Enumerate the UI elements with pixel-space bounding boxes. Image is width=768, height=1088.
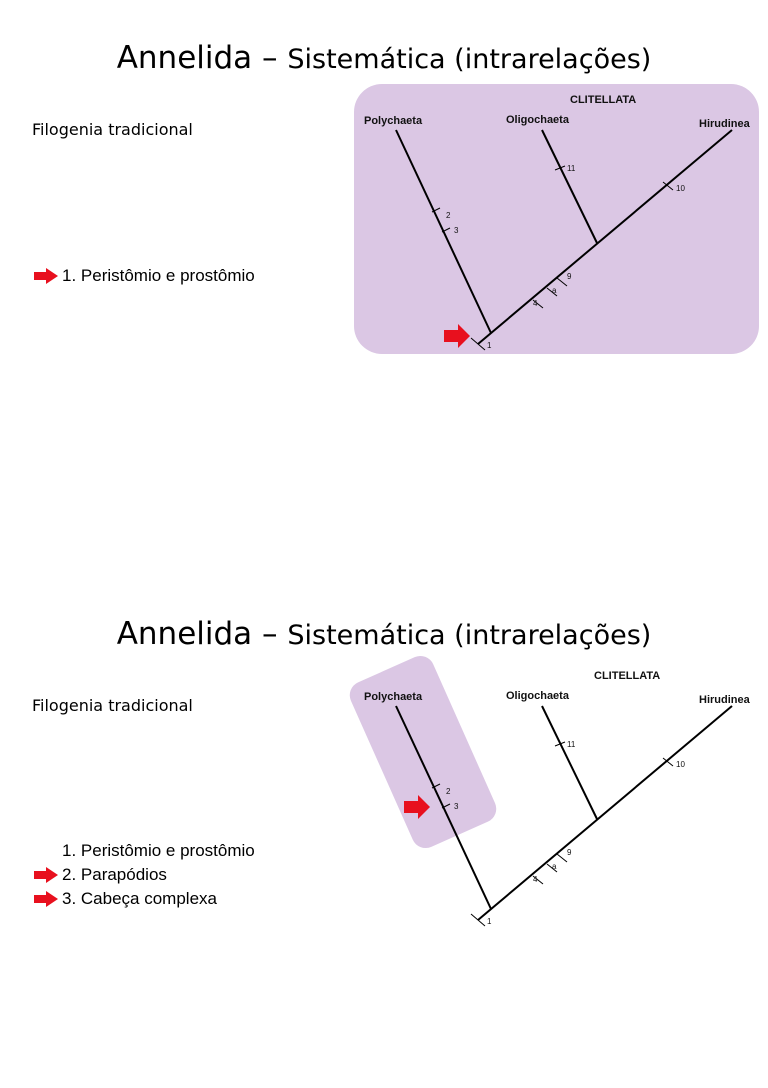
subtitle: Filogenia tradicional [32, 696, 193, 715]
list-item-label: 1. Peristômio e prostômio [62, 841, 255, 860]
red-arrow-icon [34, 891, 58, 907]
tick-11 [554, 165, 566, 171]
tick-9 [556, 853, 568, 863]
clade-label: CLITELLATA [594, 670, 660, 682]
list-item-label: 1. Peristômio e prostômio [62, 266, 255, 285]
tick-4 [532, 875, 544, 885]
mark-1: 1 [487, 917, 492, 926]
mark-10: 10 [676, 184, 685, 193]
slide-74: Annelida – Sistemática (intrarelações) F… [0, 576, 768, 1088]
mark-4: 4 [533, 875, 538, 884]
title-main: Annelida – [116, 40, 288, 76]
taxon-oligochaeta: Oligochaeta [506, 690, 570, 702]
taxon-hirudinea: Hirudinea [699, 118, 751, 130]
slide-title: Annelida – Sistemática (intrarelações) [0, 40, 768, 76]
taxon-hirudinea: Hirudinea [699, 694, 751, 706]
mark-2: 2 [446, 211, 451, 220]
red-arrow-icon [444, 324, 470, 348]
mark-a: a [552, 286, 557, 295]
tick-9 [556, 277, 568, 287]
red-arrow-icon [34, 268, 58, 284]
mark-10: 10 [676, 760, 685, 769]
mark-3: 3 [454, 802, 459, 811]
clade-label: CLITELLATA [570, 94, 636, 106]
tick-1 [470, 913, 486, 927]
tick-2 [431, 207, 441, 213]
tick-11 [554, 741, 566, 747]
tick-10 [662, 181, 674, 191]
mark-1: 1 [487, 341, 492, 350]
taxon-polychaeta: Polychaeta [364, 115, 423, 127]
tick-3 [441, 803, 451, 809]
red-arrow-icon [34, 867, 58, 883]
slide-title: Annelida – Sistemática (intrarelações) [0, 616, 768, 652]
tick-3 [441, 227, 451, 233]
mark-a: a [552, 862, 557, 871]
title-sub: Sistemática (intrarelações) [287, 620, 652, 651]
list-item-label: 3. Cabeça complexa [62, 889, 217, 908]
phylogenetic-tree: CLITELLATA Polychaeta Oligochaeta Hirudi… [354, 84, 759, 354]
tick-10 [662, 757, 674, 767]
polychaeta-highlight [349, 655, 497, 849]
tick-1 [470, 337, 486, 351]
mark-4: 4 [533, 299, 538, 308]
slide-73: Annelida – Sistemática (intrarelações) F… [0, 0, 768, 512]
phylogenetic-tree: CLITELLATA Polychaeta Oligochaeta Hirudi… [349, 655, 751, 927]
mark-9: 9 [567, 848, 572, 857]
red-arrow-icon [404, 795, 430, 819]
tree-backbone [477, 129, 733, 345]
mark-11: 11 [567, 740, 576, 749]
tick-2 [431, 783, 441, 789]
mark-11: 11 [567, 164, 576, 173]
tick-4 [532, 299, 544, 309]
branch-oligochaeta [541, 705, 598, 820]
mark-2: 2 [446, 787, 451, 796]
mark-9: 9 [567, 272, 572, 281]
list-item-label: 2. Parapódios [62, 865, 167, 884]
title-main: Annelida – [116, 616, 288, 652]
branch-oligochaeta [541, 129, 598, 244]
taxon-polychaeta: Polychaeta [364, 691, 423, 703]
subtitle: Filogenia tradicional [32, 120, 193, 139]
clitellata-highlight [354, 84, 759, 354]
mark-3: 3 [454, 226, 459, 235]
tree-backbone [477, 705, 733, 921]
title-sub: Sistemática (intrarelações) [287, 44, 652, 75]
tick-a [546, 863, 558, 873]
taxon-oligochaeta: Oligochaeta [506, 114, 570, 126]
tick-a [546, 287, 558, 297]
